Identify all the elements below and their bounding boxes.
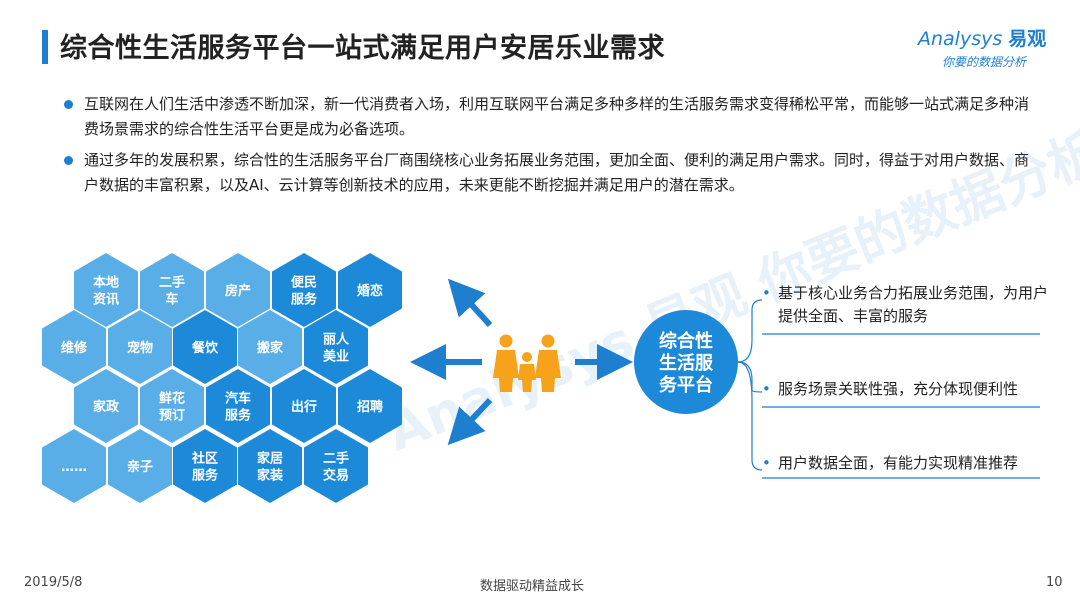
center-circle-line: 务平台	[659, 374, 713, 396]
feature-item: 服务场景关联性强，充分体现便利性	[762, 378, 1058, 401]
service-hexagon-label: 餐饮	[191, 340, 219, 356]
service-hexagon-label: 车	[165, 292, 178, 308]
footer-slogan: 数据驱动精益成长	[480, 579, 585, 594]
intro-bullets: 互联网在人们生活中渗透不断加深，新一代消费者入场，利用互联网平台满足多种多样的生…	[58, 92, 1033, 204]
service-hexagon	[272, 253, 336, 327]
service-hexagon-label: 交易	[323, 468, 349, 484]
service-hexagon-label: 资讯	[93, 292, 119, 308]
service-hexagon	[272, 369, 336, 443]
center-circle-line: 综合性	[659, 330, 713, 352]
logo-cn: 易观	[1008, 28, 1047, 50]
service-hexagon	[304, 429, 368, 503]
family-icon	[493, 334, 561, 392]
page-number: 10	[1046, 575, 1063, 590]
service-hexagon	[108, 429, 172, 503]
connector-lines	[737, 299, 1040, 479]
service-hexagon-label: 汽车	[225, 391, 251, 407]
service-hexagon	[140, 369, 204, 443]
service-hexagon-label: 预订	[159, 408, 185, 424]
center-circle	[634, 310, 738, 414]
service-hexagon-label: 服务	[291, 292, 318, 308]
service-hexagon-label: 家政	[93, 399, 120, 415]
service-hexagon-label: 招聘	[357, 399, 383, 415]
service-hexagon-label: 美业	[323, 349, 349, 365]
service-hexagon-label: 搬家	[257, 340, 284, 356]
service-hex-grid: 本地资讯二手车房产便民服务婚恋维修宠物餐饮搬家丽人美业家政鲜花预订汽车服务出行招…	[42, 253, 402, 503]
service-hexagon-label: ……	[61, 460, 87, 475]
service-hexagon	[108, 310, 172, 384]
feature-item: 用户数据全面，有能力实现精准推荐	[762, 452, 1058, 475]
service-hexagon	[74, 253, 138, 327]
service-hexagon	[42, 310, 106, 384]
logo-brand: Analysys	[918, 28, 1003, 50]
service-hexagon-label: 便民	[291, 275, 317, 291]
arrow-down-left	[447, 397, 493, 446]
service-hexagon-label: 服务	[225, 408, 252, 424]
service-hexagon	[173, 310, 237, 384]
logo-slogan: 你要的数据分析	[942, 55, 1027, 69]
service-hexagon-label: 二手	[323, 451, 349, 467]
title-accent-bar	[42, 30, 48, 64]
service-hexagon-label: 服务	[192, 468, 219, 484]
bullet-item: 通过多年的发展积累，综合性的生活服务平台厂商围绕核心业务拓展业务范围，更加全面、…	[58, 148, 1033, 198]
service-hexagon-label: 家装	[257, 468, 283, 484]
center-circle-line: 生活服	[659, 352, 714, 374]
page-title: 综合性生活服务平台一站式满足用户安居乐业需求	[60, 33, 665, 64]
service-hexagon	[304, 310, 368, 384]
service-hexagon-label: 宠物	[127, 340, 153, 356]
service-hexagon-label: 亲子	[127, 459, 153, 475]
service-hexagon	[238, 429, 302, 503]
service-hexagon	[42, 429, 106, 503]
service-hexagon	[74, 369, 138, 443]
service-hexagon	[338, 253, 402, 327]
service-hexagon-label: 家居	[257, 451, 283, 467]
arrows	[410, 278, 633, 446]
center-circle-label: 综合性生活服务平台	[659, 330, 714, 396]
service-hexagon-label: 房产	[225, 283, 251, 299]
service-hexagon-label: 出行	[291, 399, 317, 415]
service-hexagon	[206, 253, 270, 327]
service-hexagon	[173, 429, 237, 503]
service-hexagon	[338, 369, 402, 443]
service-hexagon-label: 维修	[61, 340, 88, 356]
service-hexagon-label: 本地	[93, 275, 119, 291]
service-hexagon-label: 婚恋	[357, 283, 383, 299]
service-hexagon-label: 社区	[191, 451, 218, 467]
service-hexagon-label: 鲜花	[159, 391, 185, 407]
feature-item: 基于核心业务合力拓展业务范围，为用户提供全面、丰富的服务	[762, 282, 1058, 328]
service-hexagon	[140, 253, 204, 327]
footer-date: 2019/5/8	[24, 575, 83, 590]
bullet-item: 互联网在人们生活中渗透不断加深，新一代消费者入场，利用互联网平台满足多种多样的生…	[58, 92, 1033, 142]
service-hexagon-label: 丽人	[323, 332, 350, 348]
service-hexagon-label: 二手	[159, 275, 185, 291]
arrow-up-left	[447, 278, 493, 328]
service-hexagon	[238, 310, 302, 384]
service-hexagon	[206, 369, 270, 443]
